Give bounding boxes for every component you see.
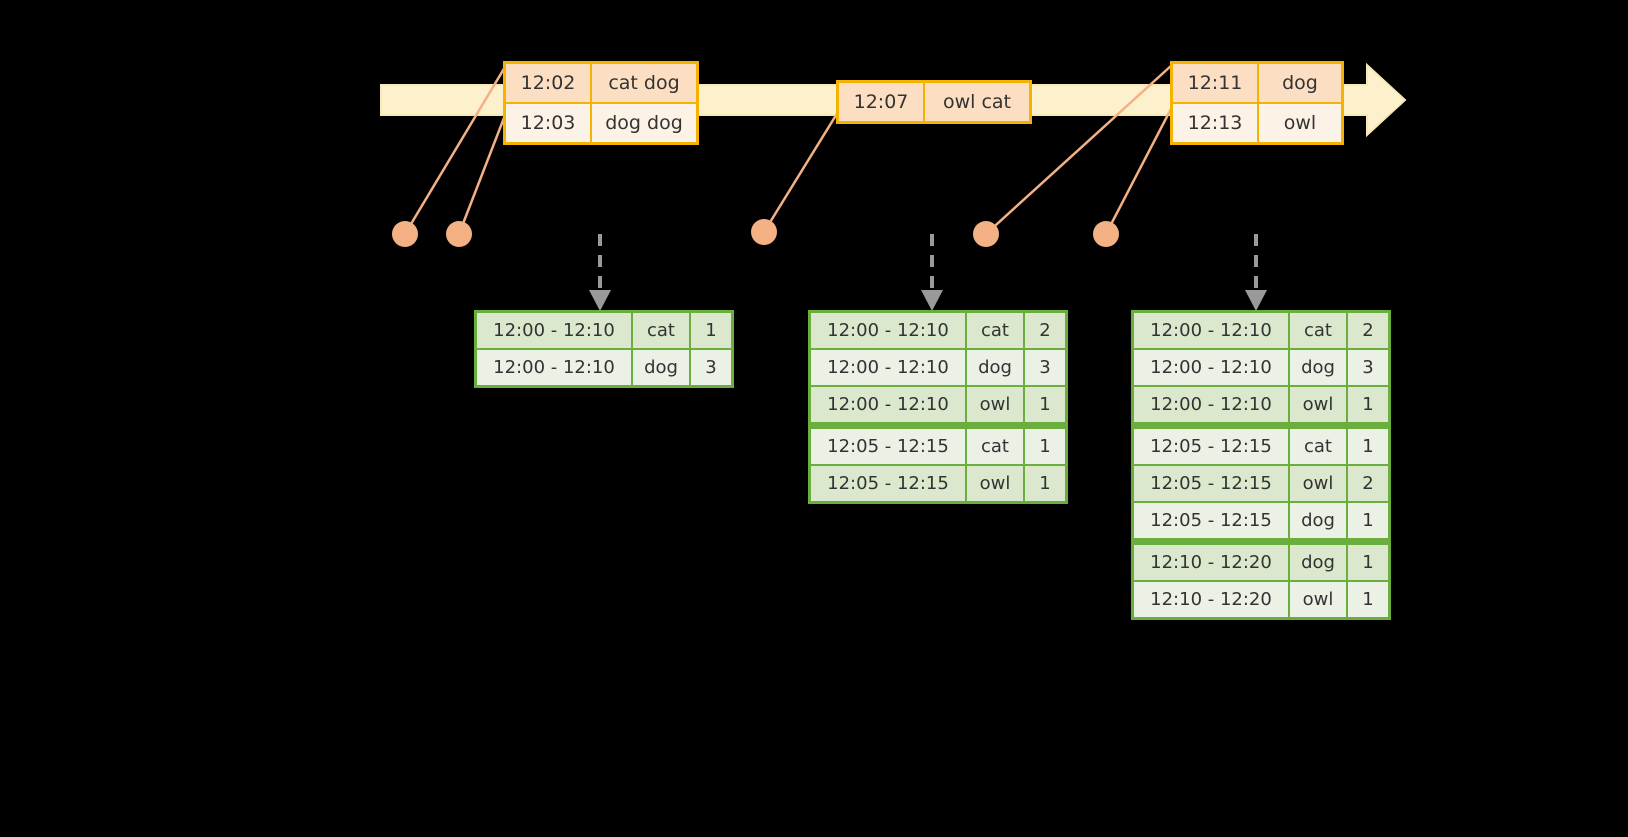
event-row[interactable]: 12:07 owl cat bbox=[839, 83, 1029, 121]
count-cell: 1 bbox=[1348, 387, 1388, 422]
window-cell: 12:00 - 12:10 bbox=[811, 350, 965, 385]
leader-line-2 bbox=[457, 104, 511, 235]
window-cell: 12:05 - 12:15 bbox=[1134, 503, 1288, 538]
word-cell: dog bbox=[1290, 350, 1346, 385]
window-cell: 12:00 - 12:10 bbox=[477, 313, 631, 348]
event-time: 12:03 bbox=[506, 104, 592, 142]
word-cell: dog bbox=[633, 350, 689, 385]
emission-dots bbox=[392, 219, 1119, 247]
window-cell: 12:00 - 12:10 bbox=[1134, 387, 1288, 422]
event-time: 12:02 bbox=[506, 64, 592, 102]
count-cell: 1 bbox=[1348, 545, 1388, 580]
count-cell: 1 bbox=[691, 313, 731, 348]
event-row[interactable]: 12:11 dog bbox=[1173, 64, 1341, 102]
event-words: dog bbox=[1259, 64, 1341, 102]
word-cell: cat bbox=[967, 429, 1023, 464]
event-words: owl cat bbox=[925, 83, 1029, 121]
event-words: cat dog bbox=[592, 64, 696, 102]
window-cell: 12:00 - 12:10 bbox=[1134, 313, 1288, 348]
count-cell: 1 bbox=[1348, 503, 1388, 538]
count-cell: 3 bbox=[691, 350, 731, 385]
dot-2 bbox=[446, 221, 472, 247]
dot-4 bbox=[973, 221, 999, 247]
word-cell: cat bbox=[1290, 313, 1346, 348]
table-group-separator bbox=[811, 424, 1065, 427]
word-cell: cat bbox=[967, 313, 1023, 348]
result-arrow-heads bbox=[589, 290, 1267, 311]
result-arrow-head-1 bbox=[589, 290, 611, 311]
window-cell: 12:10 - 12:20 bbox=[1134, 582, 1288, 617]
leader-line-5 bbox=[1104, 104, 1175, 235]
result-arrows bbox=[598, 234, 1258, 292]
result-arrow-head-3 bbox=[1245, 290, 1267, 311]
result-arrow-head-2 bbox=[921, 290, 943, 311]
window-cell: 12:05 - 12:15 bbox=[811, 466, 965, 501]
window-cell: 12:00 - 12:10 bbox=[811, 313, 965, 348]
word-cell: owl bbox=[967, 387, 1023, 422]
event-group-3[interactable]: 12:11 dog 12:13 owl bbox=[1170, 61, 1344, 145]
leader-line-1 bbox=[403, 61, 510, 235]
event-time: 12:11 bbox=[1173, 64, 1259, 102]
count-cell: 1 bbox=[1348, 429, 1388, 464]
window-cell: 12:00 - 12:10 bbox=[1134, 350, 1288, 385]
event-words: dog dog bbox=[592, 104, 696, 142]
word-cell: owl bbox=[967, 466, 1023, 501]
count-cell: 1 bbox=[1348, 582, 1388, 617]
dot-3 bbox=[751, 219, 777, 245]
dot-1 bbox=[392, 221, 418, 247]
word-cell: dog bbox=[967, 350, 1023, 385]
count-cell: 1 bbox=[1025, 429, 1065, 464]
leader-line-3 bbox=[762, 111, 840, 233]
word-cell: dog bbox=[1290, 545, 1346, 580]
window-cell: 12:05 - 12:15 bbox=[1134, 429, 1288, 464]
table-group-separator bbox=[1134, 424, 1388, 427]
table-group-separator bbox=[1134, 540, 1388, 543]
event-words: owl bbox=[1259, 104, 1341, 142]
event-row[interactable]: 12:02 cat dog bbox=[506, 64, 696, 102]
word-cell: cat bbox=[1290, 429, 1346, 464]
count-cell: 2 bbox=[1348, 466, 1388, 501]
word-cell: owl bbox=[1290, 387, 1346, 422]
count-cell: 1 bbox=[1025, 466, 1065, 501]
count-cell: 3 bbox=[1348, 350, 1388, 385]
event-time: 12:13 bbox=[1173, 104, 1259, 142]
event-row[interactable]: 12:13 owl bbox=[1173, 102, 1341, 142]
dot-5 bbox=[1093, 221, 1119, 247]
word-cell: owl bbox=[1290, 466, 1346, 501]
word-cell: cat bbox=[633, 313, 689, 348]
word-cell: owl bbox=[1290, 582, 1346, 617]
event-group-2[interactable]: 12:07 owl cat bbox=[836, 80, 1032, 124]
window-cell: 12:10 - 12:20 bbox=[1134, 545, 1288, 580]
event-time: 12:07 bbox=[839, 83, 925, 121]
window-cell: 12:05 - 12:15 bbox=[1134, 466, 1288, 501]
word-cell: dog bbox=[1290, 503, 1346, 538]
count-cell: 3 bbox=[1025, 350, 1065, 385]
count-cell: 1 bbox=[1025, 387, 1065, 422]
window-cell: 12:00 - 12:10 bbox=[477, 350, 631, 385]
window-cell: 12:05 - 12:15 bbox=[811, 429, 965, 464]
window-cell: 12:00 - 12:10 bbox=[811, 387, 965, 422]
event-row[interactable]: 12:03 dog dog bbox=[506, 102, 696, 142]
count-cell: 2 bbox=[1025, 313, 1065, 348]
event-group-1[interactable]: 12:02 cat dog 12:03 dog dog bbox=[503, 61, 699, 145]
count-cell: 2 bbox=[1348, 313, 1388, 348]
